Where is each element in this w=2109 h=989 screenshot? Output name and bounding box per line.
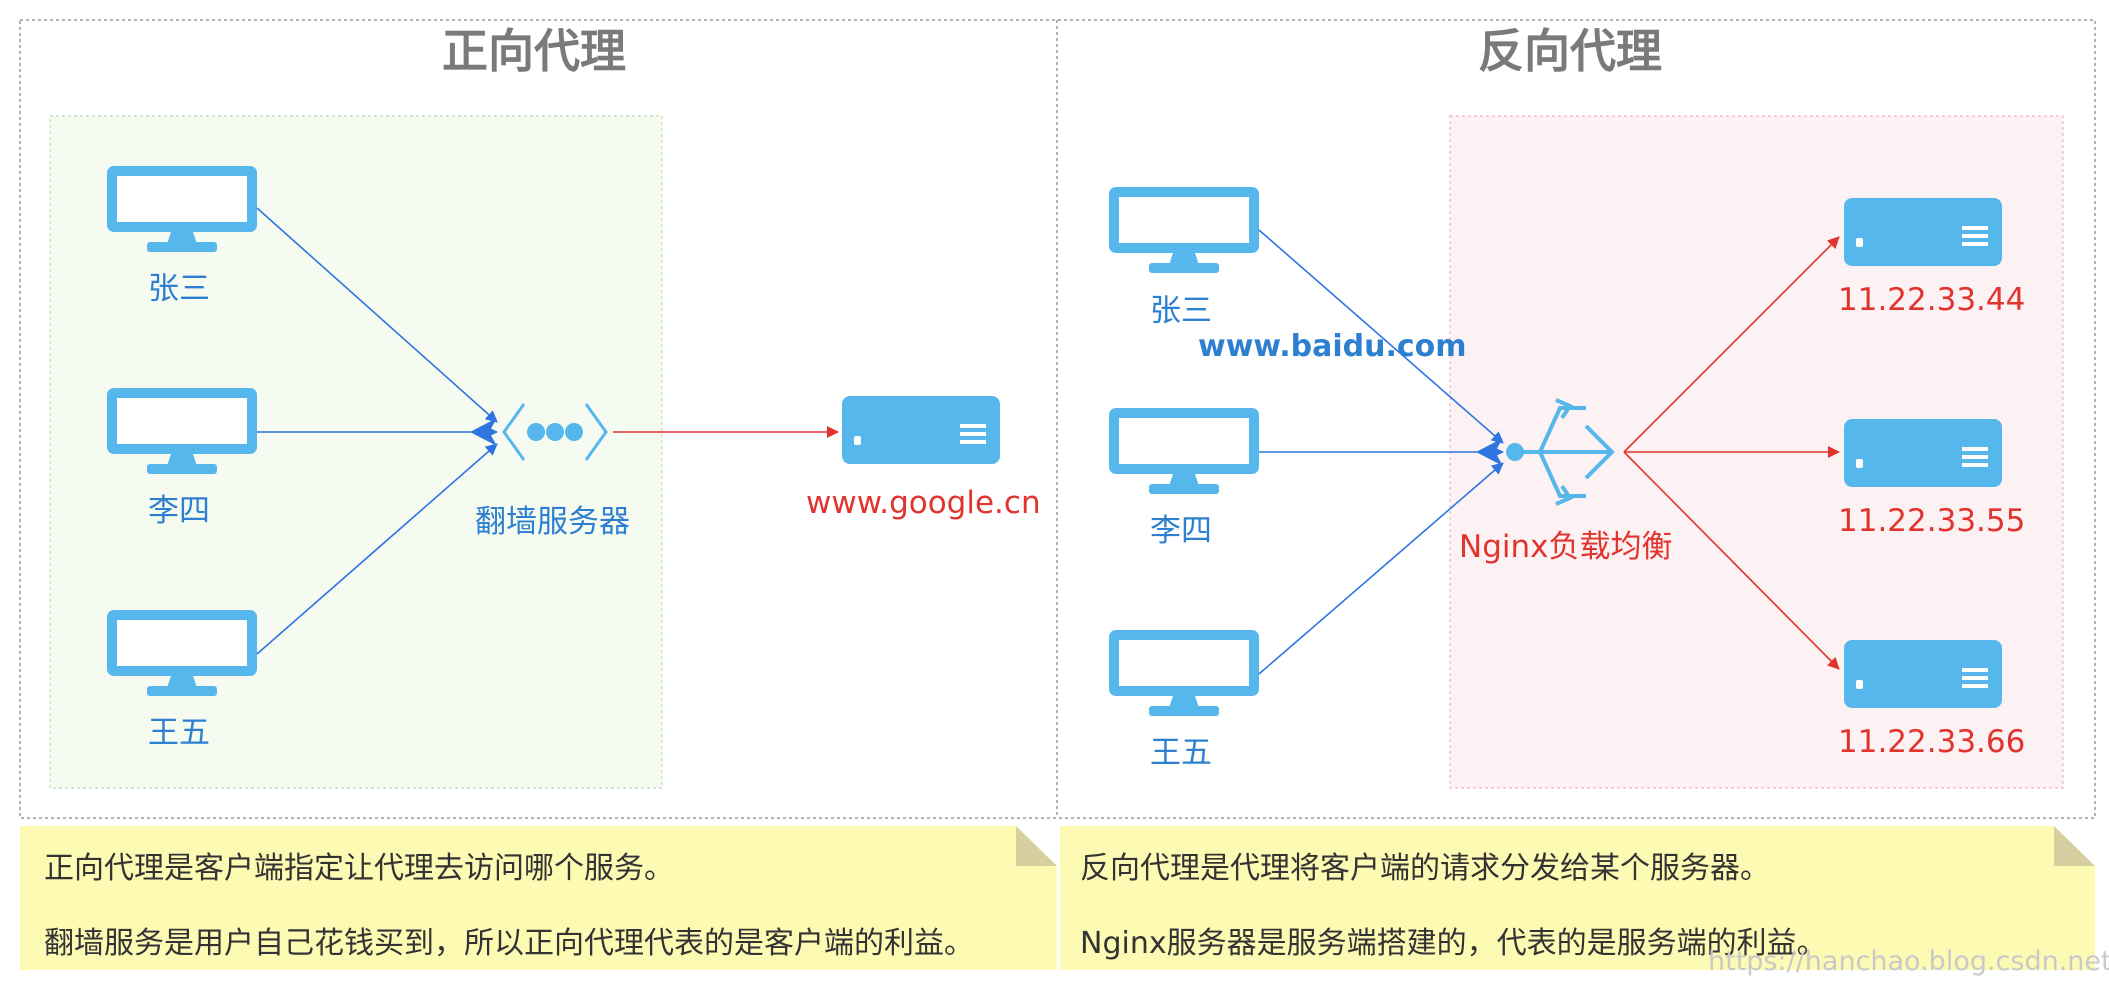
load-balancer-node [1506,443,1524,461]
forward-proxy-title: 正向代理 [442,24,626,78]
server-3-label: 11.22.33.66 [1838,724,2026,760]
reverse-note-panel [1060,826,2095,970]
load-balancer-label: Nginx负载均衡 [1459,529,1673,565]
reverse-client-2-icon [1109,408,1259,494]
watermark: https://hanchao.blog.csdn.net [1708,946,2109,977]
server-2-label: 11.22.33.55 [1838,503,2026,539]
reverse-client-3-icon [1109,630,1259,716]
server-1-label: 11.22.33.44 [1838,282,2026,318]
forward-client-2-label: 李四 [148,493,210,529]
reverse-merge-arrowhead [1476,438,1503,466]
server-3-icon [1844,640,2002,708]
reverse-server-arrows [1623,236,1840,670]
reverse-note-line-2: Nginx服务器是服务端搭建的，代表的是服务端的利益。 [1080,926,1827,961]
server-2-icon [1844,419,2002,487]
reverse-client-arrows [1258,229,1504,675]
forward-client-1-label: 张三 [148,271,210,307]
server-1-icon [1844,198,2002,266]
proxy-server-label: 翻墙服务器 [475,504,630,540]
forward-client-arrows [256,207,498,655]
forward-note-line-1: 正向代理是客户端指定让代理去访问哪个服务。 [44,851,674,886]
outer-frame [19,19,2096,819]
reverse-proxy-title: 反向代理 [1478,24,1662,78]
reverse-client-1-label: 张三 [1150,293,1212,329]
forward-note-line-2: 翻墙服务是用户自己花钱买到，所以正向代理代表的是客户端的利益。 [44,926,974,961]
target-domain-label: www.google.cn [806,485,1041,521]
reverse-client-2-label: 李四 [1150,513,1212,549]
forward-merge-arrowhead [470,418,497,446]
forward-client-3-label: 王五 [148,715,210,751]
reverse-note-line-1: 反向代理是代理将客户端的请求分发给某个服务器。 [1080,851,1770,886]
request-domain-label: www.baidu.com [1198,329,1467,364]
proxy-ellipsis-icon [502,403,608,461]
reverse-client-1-icon [1109,187,1259,273]
load-balancer-icon [1517,398,1615,506]
forward-note-panel [20,826,1057,970]
reverse-client-3-label: 王五 [1150,735,1212,771]
forward-target-server-icon [842,396,1000,464]
